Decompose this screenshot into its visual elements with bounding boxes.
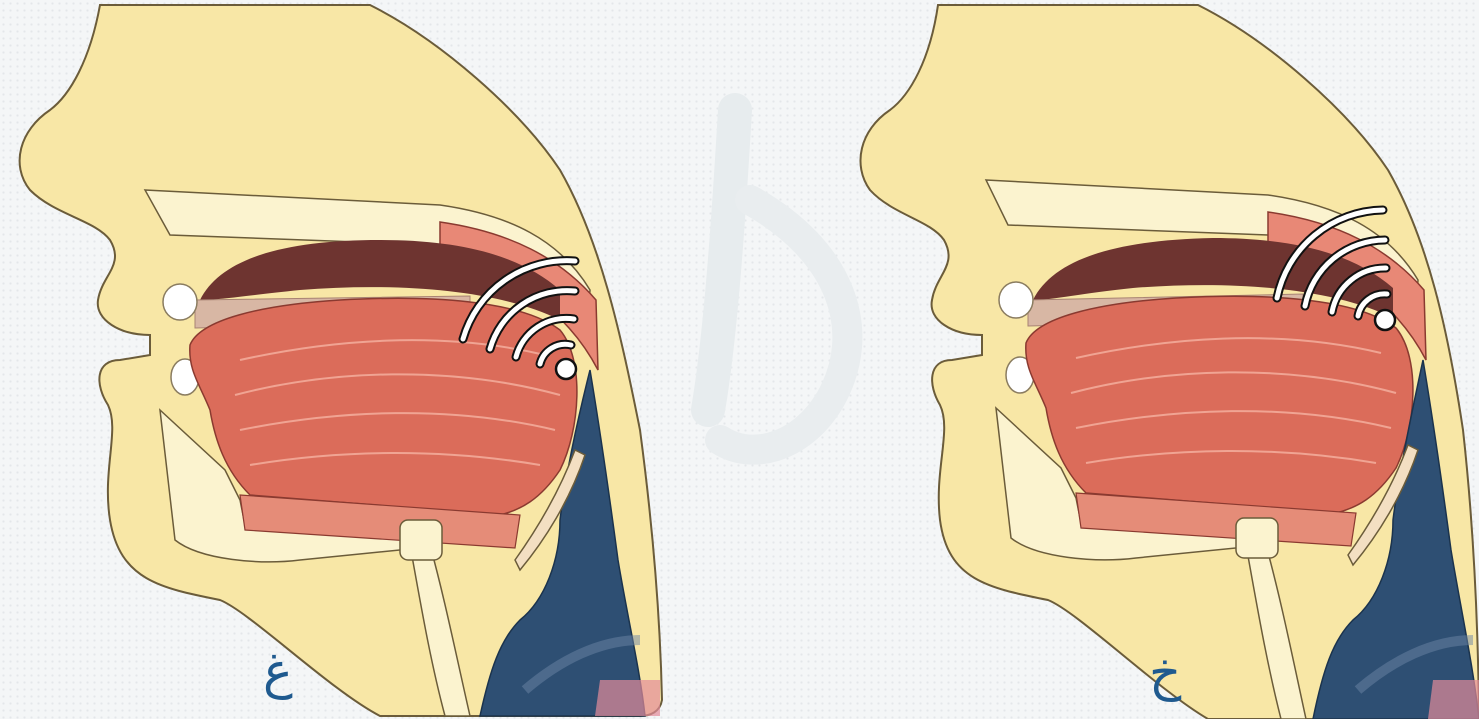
articulation-point-icon <box>1375 310 1395 330</box>
vocal-tract-cross-section <box>0 0 668 719</box>
vocal-tract-cross-section <box>848 0 1479 719</box>
watermark-logo <box>640 80 880 520</box>
upper-incisor <box>999 282 1033 318</box>
upper-incisor <box>163 284 197 320</box>
hyoid-bone <box>400 520 442 560</box>
diagram-khah <box>848 0 1479 719</box>
articulation-point-icon <box>556 359 576 379</box>
tongue <box>1026 296 1413 513</box>
letter-label-khah: خ <box>1149 648 1181 698</box>
hyoid-bone <box>1236 518 1278 558</box>
letter-label-ghain: غ <box>263 646 293 696</box>
tongue <box>190 298 577 515</box>
diagram-ghain <box>0 0 668 719</box>
